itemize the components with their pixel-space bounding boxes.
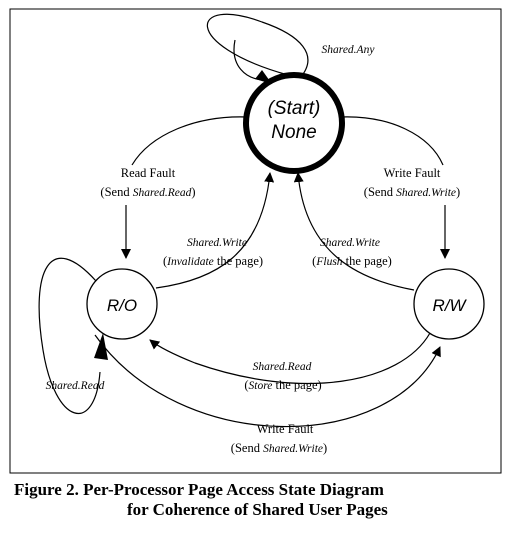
edge-start-self-loop — [206, 13, 309, 79]
state-start-line1: (Start) — [268, 98, 321, 119]
label-ro-to-rw-line1: Write Fault — [257, 422, 314, 436]
label-ro-self: Shared.Read — [46, 380, 105, 392]
edge-ro-self-loop — [38, 257, 101, 415]
edge-rw-to-ro — [149, 332, 431, 385]
state-rw-label: R/W — [432, 296, 467, 315]
edge-start-self-loop-arrowhead — [255, 70, 272, 84]
state-start: (Start) None — [243, 72, 345, 174]
figure-frame — [9, 8, 502, 474]
state-ro-circle — [86, 268, 158, 340]
state-start-line2: None — [271, 122, 316, 143]
caption-line2: for Coherence of Shared User Pages — [127, 500, 388, 519]
state-ro-label: R/O — [107, 296, 137, 315]
caption-line1: Figure 2. Per-Processor Page Access Stat… — [14, 480, 384, 499]
edge-start-to-rw-upper — [339, 116, 444, 166]
label-start-to-ro-line1: Read Fault — [121, 166, 176, 180]
state-rw-circle — [413, 268, 485, 340]
edge-start-to-ro-upper — [131, 116, 249, 166]
edge-rw-to-start — [293, 172, 415, 291]
state-start-circle — [243, 72, 345, 174]
edge-start-self-loop-tail — [233, 39, 267, 81]
label-start-to-ro-line2: (Send Shared.Read) — [100, 185, 195, 199]
state-ro: R/O — [86, 268, 158, 340]
label-ro-to-start-line1: Shared.Write — [187, 237, 247, 249]
edge-ro-to-start — [155, 172, 275, 289]
label-start-to-rw-line1: Write Fault — [384, 166, 441, 180]
edge-ro-to-rw — [94, 334, 441, 428]
label-rw-to-start-line1: Shared.Write — [320, 237, 380, 249]
label-ro-to-start-line2: (Invalidate the page) — [163, 254, 263, 268]
edge-ro-self-loop-arrowhead — [94, 333, 108, 360]
label-rw-to-start-line2: (Flush the page) — [312, 254, 392, 268]
label-ro-to-rw-line2: (Send Shared.Write) — [231, 441, 327, 455]
label-rw-to-ro-line1: Shared.Read — [253, 361, 312, 373]
label-start-self: Shared.Any — [322, 44, 376, 56]
state-rw: R/W — [413, 268, 485, 340]
label-start-to-rw-line2: (Send Shared.Write) — [364, 185, 460, 199]
figure-caption: Figure 2. Per-Processor Page Access Stat… — [14, 480, 509, 520]
label-rw-to-ro-line2: (Store the page) — [244, 378, 321, 392]
